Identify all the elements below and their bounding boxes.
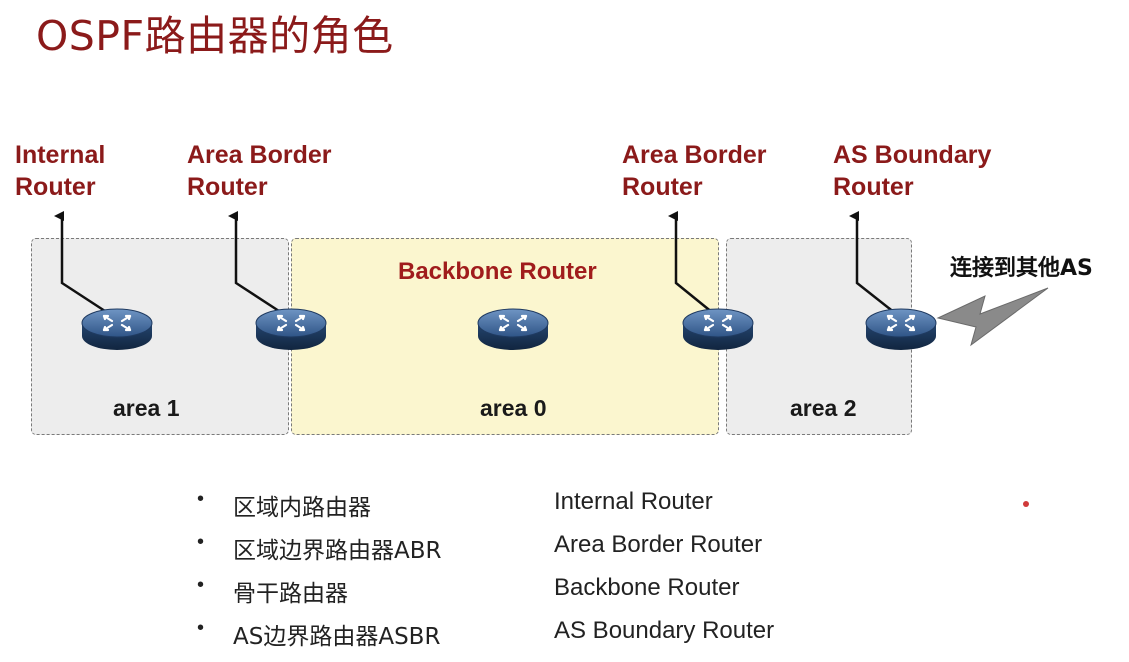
- callout-arrow-asbr: [849, 211, 896, 314]
- area-1-label: area 1: [113, 395, 180, 421]
- legend-en-backbone: Backbone Router: [554, 574, 740, 601]
- legend-en-internal: Internal Router: [554, 488, 713, 515]
- backbone-router-label: Backbone Router: [398, 258, 597, 285]
- legend-cn-backbone: 骨干路由器: [233, 581, 348, 607]
- router-icon: [476, 307, 550, 352]
- legend-en-asbr: AS Boundary Router: [554, 617, 775, 644]
- legend-cn-asbr: AS边界路由器ASBR: [233, 624, 441, 650]
- area-1-box: [31, 238, 289, 435]
- legend-bullet: •: [197, 531, 205, 553]
- legend-row-asbr: • AS边界路由器ASBR AS Boundary Router: [197, 617, 897, 653]
- laser-pointer-dot: [1023, 501, 1029, 507]
- router-icon: [80, 307, 154, 352]
- legend-cn-abr: 区域边界路由器ABR: [233, 538, 442, 564]
- legend-row-backbone: • 骨干路由器 Backbone Router: [197, 574, 897, 610]
- legend-bullet: •: [197, 574, 205, 596]
- other-as-label: 连接到其他AS: [950, 256, 1093, 281]
- callout-arrow-abr-right: [668, 211, 714, 314]
- router-icon: [864, 307, 938, 352]
- callout-area-border-router-left: Area Border Router: [187, 141, 332, 201]
- page-title: OSPF路由器的角色: [36, 12, 394, 60]
- legend-en-abr: Area Border Router: [554, 531, 763, 558]
- lightning-link-icon: [936, 287, 1049, 347]
- legend-row-internal: • 区域内路由器 Internal Router: [197, 488, 897, 524]
- router-icon: [254, 307, 328, 352]
- callout-arrow-abr-left: [228, 211, 283, 315]
- router-icon: [681, 307, 755, 352]
- legend-bullet: •: [197, 488, 205, 510]
- area-2-label: area 2: [790, 395, 857, 421]
- callout-internal-router: Internal Router: [15, 141, 106, 201]
- callout-area-border-router-right: Area Border Router: [622, 141, 767, 201]
- legend-cn-internal: 区域内路由器: [233, 495, 371, 521]
- area-0-label: area 0: [480, 395, 547, 421]
- legend-row-abr: • 区域边界路由器ABR Area Border Router: [197, 531, 897, 567]
- callout-as-boundary-router: AS Boundary Router: [833, 141, 992, 201]
- callout-arrow-internal: [54, 211, 109, 315]
- legend-bullet: •: [197, 617, 205, 639]
